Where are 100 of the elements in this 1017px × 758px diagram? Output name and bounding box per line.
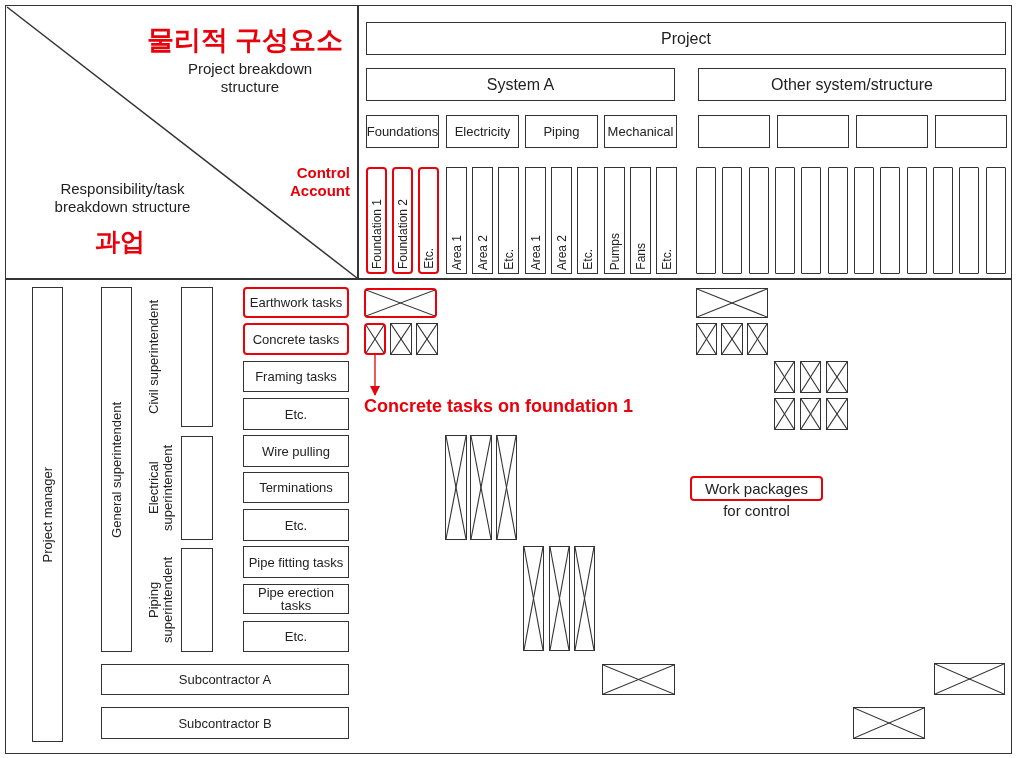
box-label: General superintendent — [110, 401, 123, 538]
empty-column-box — [880, 167, 900, 274]
highlighted-column-box — [418, 167, 439, 274]
box-label: Etc. — [284, 518, 308, 532]
work-package-box — [826, 361, 848, 393]
column-box — [32, 287, 63, 742]
column-box — [656, 167, 677, 274]
caption-text: for control — [722, 503, 791, 518]
empty-column-box — [986, 167, 1006, 274]
box-label: Area 2 — [476, 234, 489, 270]
empty-box — [698, 115, 770, 148]
breakdown-box — [243, 509, 349, 541]
breakdown-box — [243, 361, 349, 392]
superintendent-label: Civil superintendent — [147, 298, 162, 417]
box-label: Other system/structure — [771, 76, 933, 93]
annotation-text: Concrete tasks on foundation 1 — [364, 396, 674, 418]
box-label: Subcontractor A — [178, 673, 272, 686]
work-package-box — [721, 323, 743, 355]
box-label: Pipe erection tasks — [257, 586, 335, 612]
box-label: Electricity — [454, 125, 511, 138]
work-package-box — [445, 435, 467, 540]
annotation-text: 물리적 구성요소 — [145, 24, 345, 57]
box-label: Pipe fitting tasks — [248, 555, 344, 569]
work-package-box — [364, 323, 386, 355]
work-package-box — [602, 664, 675, 695]
box-label: Area 1 — [529, 234, 542, 270]
box-label: Pumps — [608, 232, 621, 270]
breakdown-box — [698, 68, 1006, 101]
empty-box — [856, 115, 928, 148]
empty-column-box — [854, 167, 874, 274]
box-label: Area 1 — [450, 234, 463, 270]
box-label: Etc. — [284, 407, 308, 421]
work-package-box — [364, 288, 437, 318]
work-package-box — [800, 361, 821, 393]
work-package-box — [747, 323, 768, 355]
column-box — [498, 167, 519, 274]
box-label: Terminations — [259, 481, 333, 494]
work-package-box — [523, 546, 544, 651]
work-package-box — [696, 323, 717, 355]
work-package-box — [549, 546, 570, 651]
work-package-box — [390, 323, 412, 355]
breakdown-box — [243, 546, 349, 578]
breakdown-box — [366, 115, 439, 148]
column-box — [472, 167, 493, 274]
box-label: Foundation 1 — [370, 198, 383, 269]
work-package-box — [774, 361, 795, 393]
box-label: Piping — [543, 125, 580, 138]
annotation-text: Control Account — [289, 164, 350, 200]
empty-column-box — [907, 167, 927, 274]
empty-column-box — [933, 167, 953, 274]
empty-column-box — [775, 167, 795, 274]
column-box — [604, 167, 625, 274]
breakdown-box — [604, 115, 677, 148]
column-box — [101, 287, 132, 652]
column-box — [630, 167, 651, 274]
box-label: Work packages — [704, 481, 809, 496]
empty-box — [777, 115, 849, 148]
box-label: Project manager — [41, 466, 54, 563]
empty-column-box — [696, 167, 716, 274]
breakdown-box — [243, 435, 349, 467]
breakdown-box — [366, 22, 1006, 55]
box-label: System A — [486, 76, 555, 93]
column-box — [577, 167, 598, 274]
work-package-box — [934, 663, 1005, 695]
work-package-box — [800, 398, 821, 430]
work-package-box — [826, 398, 848, 430]
breakdown-box — [366, 68, 675, 101]
empty-box — [935, 115, 1007, 148]
axis-heading: Project breakdown structure — [186, 60, 314, 96]
box-label: Etc. — [660, 249, 673, 270]
breakdown-box — [243, 472, 349, 503]
box-label: Project — [661, 30, 711, 47]
work-package-box — [496, 435, 517, 540]
arrow — [370, 354, 380, 396]
breakdown-box — [101, 707, 349, 739]
breakdown-box — [525, 115, 598, 148]
box-label: Framing tasks — [255, 370, 337, 383]
work-package-box — [574, 546, 595, 651]
highlighted-task-box — [243, 287, 349, 318]
empty-column-box — [959, 167, 979, 274]
box-label: Area 2 — [555, 234, 568, 270]
highlighted-column-box — [366, 167, 387, 274]
empty-column-box — [828, 167, 848, 274]
box-label: Foundation 2 — [396, 198, 409, 269]
empty-column-box — [801, 167, 821, 274]
box-label: Etc. — [502, 249, 515, 270]
axis-heading: Responsibility/task breakdown structure — [53, 180, 192, 216]
column-box — [551, 167, 572, 274]
box-label: Subcontractor B — [178, 716, 272, 730]
superintendent-label: Piping superintendent — [147, 556, 175, 645]
box-label: Etc. — [284, 630, 308, 643]
box-label: Mechanical — [607, 125, 674, 138]
box-label: Foundations — [366, 125, 439, 138]
work-package-box — [416, 323, 438, 355]
work-package-box — [774, 398, 795, 430]
breakdown-box — [243, 584, 349, 614]
breakdown-box — [101, 664, 349, 695]
superintendent-label: Electrical superintendent — [147, 444, 175, 533]
breakdown-box — [243, 621, 349, 652]
work-package-box — [853, 707, 925, 739]
